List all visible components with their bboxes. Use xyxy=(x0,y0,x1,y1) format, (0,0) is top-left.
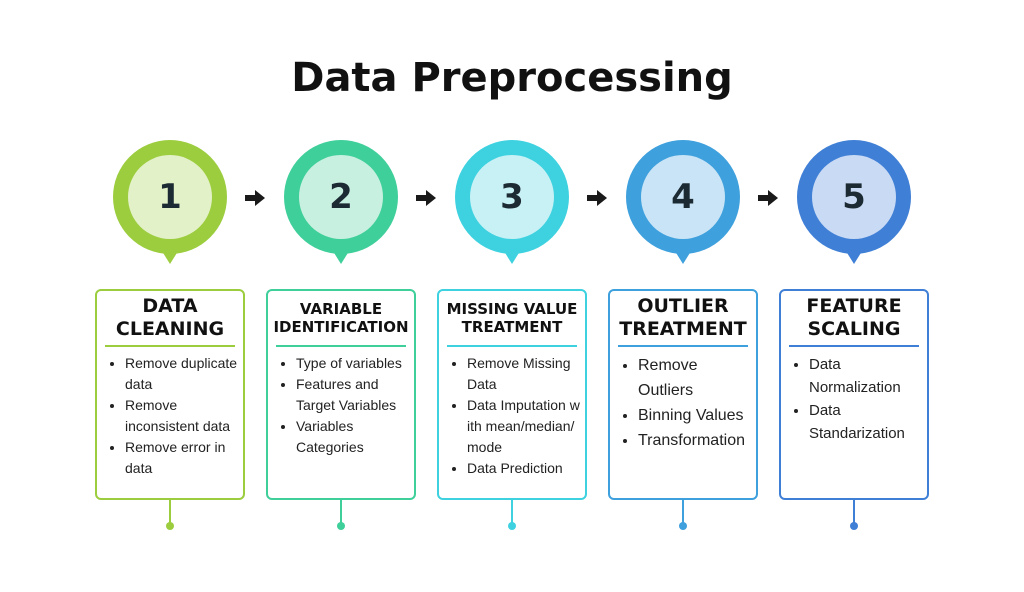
step-4: 4 OUTLIER TREATMENT Remove Outliers Binn… xyxy=(608,140,758,540)
page-title: Data Preprocessing xyxy=(291,55,733,101)
step-1-list: Remove duplicate data Remove inconsisten… xyxy=(97,353,243,479)
step-3-separator xyxy=(447,345,577,347)
list-item: Remove Missing Data xyxy=(467,353,581,395)
step-2-pin: 2 xyxy=(284,140,398,264)
step-2-dot xyxy=(337,522,345,530)
arrow-right-icon xyxy=(758,190,778,206)
step-1-card: DATA CLEANING Remove duplicate data Remo… xyxy=(95,289,245,500)
step-5-number: 5 xyxy=(812,155,896,239)
step-4-heading: OUTLIER TREATMENT xyxy=(619,295,747,340)
step-1-pin: 1 xyxy=(113,140,227,264)
step-5-separator xyxy=(789,345,919,347)
step-2-separator xyxy=(276,345,406,347)
step-4-stem xyxy=(682,498,684,524)
arrow-right-icon xyxy=(416,190,436,206)
step-4-separator xyxy=(618,345,748,347)
list-item: Data Imputation with mean/median/mode xyxy=(467,395,581,458)
step-1: 1 DATA CLEANING Remove duplicate data Re… xyxy=(95,140,245,540)
step-2: 2 VARIABLE IDENTIFICATION Type of variab… xyxy=(266,140,416,540)
step-5: 5 FEATURE SCALING Data Normalization Dat… xyxy=(779,140,929,540)
list-item: Data Normalization xyxy=(809,353,923,399)
list-item: Data Standarization xyxy=(809,399,923,445)
list-item: Remove inconsistent data xyxy=(125,395,239,437)
list-item: Remove Outliers xyxy=(638,353,752,403)
step-4-pin: 4 xyxy=(626,140,740,264)
list-item: Variables Categories xyxy=(296,416,410,458)
step-3-card: MISSING VALUE TREATMENT Remove Missing D… xyxy=(437,289,587,500)
step-2-number: 2 xyxy=(299,155,383,239)
step-4-list: Remove Outliers Binning Values Transform… xyxy=(610,353,756,453)
step-3-pin: 3 xyxy=(455,140,569,264)
arrow-right-icon xyxy=(245,190,265,206)
arrow-right-icon xyxy=(587,190,607,206)
list-item: Data Prediction xyxy=(467,458,581,479)
step-3-dot xyxy=(508,522,516,530)
step-2-heading: VARIABLE IDENTIFICATION xyxy=(273,300,409,336)
list-item: Features and Target Variables xyxy=(296,374,410,416)
step-1-stem xyxy=(169,498,171,524)
step-5-list: Data Normalization Data Standarization xyxy=(781,353,927,445)
step-4-dot xyxy=(679,522,687,530)
step-1-number: 1 xyxy=(128,155,212,239)
step-5-pin: 5 xyxy=(797,140,911,264)
step-5-card: FEATURE SCALING Data Normalization Data … xyxy=(779,289,929,500)
step-3-heading: MISSING VALUE TREATMENT xyxy=(446,300,578,336)
step-2-stem xyxy=(340,498,342,524)
list-item: Binning Values xyxy=(638,403,752,428)
step-3: 3 MISSING VALUE TREATMENT Remove Missing… xyxy=(437,140,587,540)
step-4-number: 4 xyxy=(641,155,725,239)
step-2-card: VARIABLE IDENTIFICATION Type of variable… xyxy=(266,289,416,500)
step-5-dot xyxy=(850,522,858,530)
list-item: Type of variables xyxy=(296,353,410,374)
list-item: Transformation xyxy=(638,428,752,453)
step-5-stem xyxy=(853,498,855,524)
step-3-stem xyxy=(511,498,513,524)
step-2-list: Type of variables Features and Target Va… xyxy=(268,353,414,458)
step-1-dot xyxy=(166,522,174,530)
step-1-heading: DATA CLEANING xyxy=(115,295,225,340)
step-4-card: OUTLIER TREATMENT Remove Outliers Binnin… xyxy=(608,289,758,500)
list-item: Remove duplicate data xyxy=(125,353,239,395)
list-item: Remove error in data xyxy=(125,437,239,479)
step-1-separator xyxy=(105,345,235,347)
step-3-number: 3 xyxy=(470,155,554,239)
step-5-heading: FEATURE SCALING xyxy=(806,295,902,340)
step-3-list: Remove Missing Data Data Imputation with… xyxy=(439,353,585,479)
